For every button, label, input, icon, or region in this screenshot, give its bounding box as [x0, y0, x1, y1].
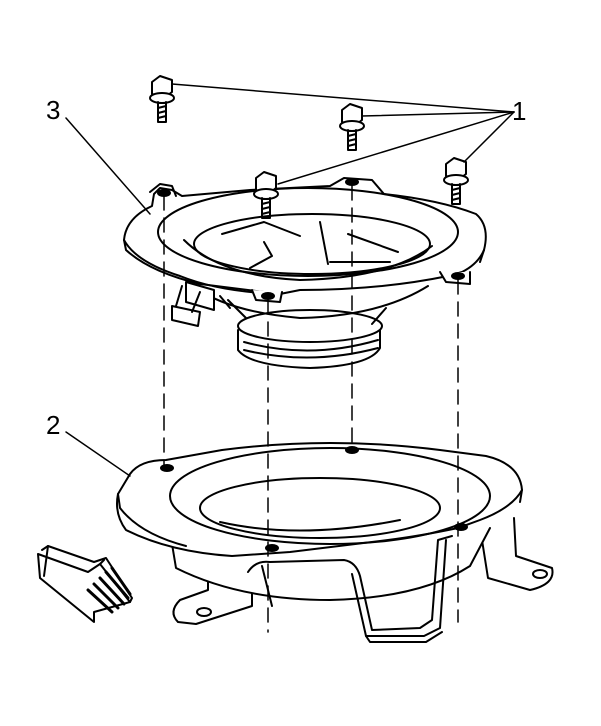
callout-label-bracket: 2 — [46, 410, 61, 440]
leader-line-2 — [66, 432, 130, 476]
speaker-cone-inner — [194, 214, 430, 274]
bracket-flange — [117, 443, 522, 556]
leader-line-1 — [362, 112, 514, 116]
speaker-tab — [150, 184, 176, 196]
speaker-basket — [196, 286, 428, 318]
bracket-opening-outer — [170, 448, 490, 544]
leader-line-1 — [278, 112, 514, 184]
bracket-hole — [346, 447, 358, 453]
alignment-lines — [164, 186, 458, 632]
callout-label-bolt: 1 — [512, 96, 527, 126]
bolt — [150, 76, 174, 122]
leader-line-1 — [464, 112, 514, 162]
callout-label-speaker: 3 — [46, 95, 61, 125]
bolt — [340, 104, 364, 150]
bolt — [444, 158, 468, 204]
bracket-center-channel — [248, 536, 452, 636]
bracket-right-foot — [482, 518, 553, 590]
right-foot-hole — [533, 570, 547, 578]
leader-lines — [66, 84, 514, 476]
speaker-connector — [172, 282, 230, 326]
left-foot-hole — [197, 608, 211, 616]
leader-line-1 — [172, 84, 514, 112]
bracket-hole — [266, 545, 278, 551]
bracket-hole — [161, 465, 173, 471]
speaker-bracket — [117, 443, 553, 642]
bracket-hole — [455, 524, 467, 530]
bolt — [254, 172, 278, 218]
speaker-cone-outer — [158, 188, 458, 276]
cone-ribs — [222, 222, 398, 268]
bracket-opening-inner — [200, 478, 440, 538]
front-direction-arrow — [38, 546, 132, 622]
leader-line-3 — [66, 118, 150, 214]
speaker — [124, 178, 486, 368]
